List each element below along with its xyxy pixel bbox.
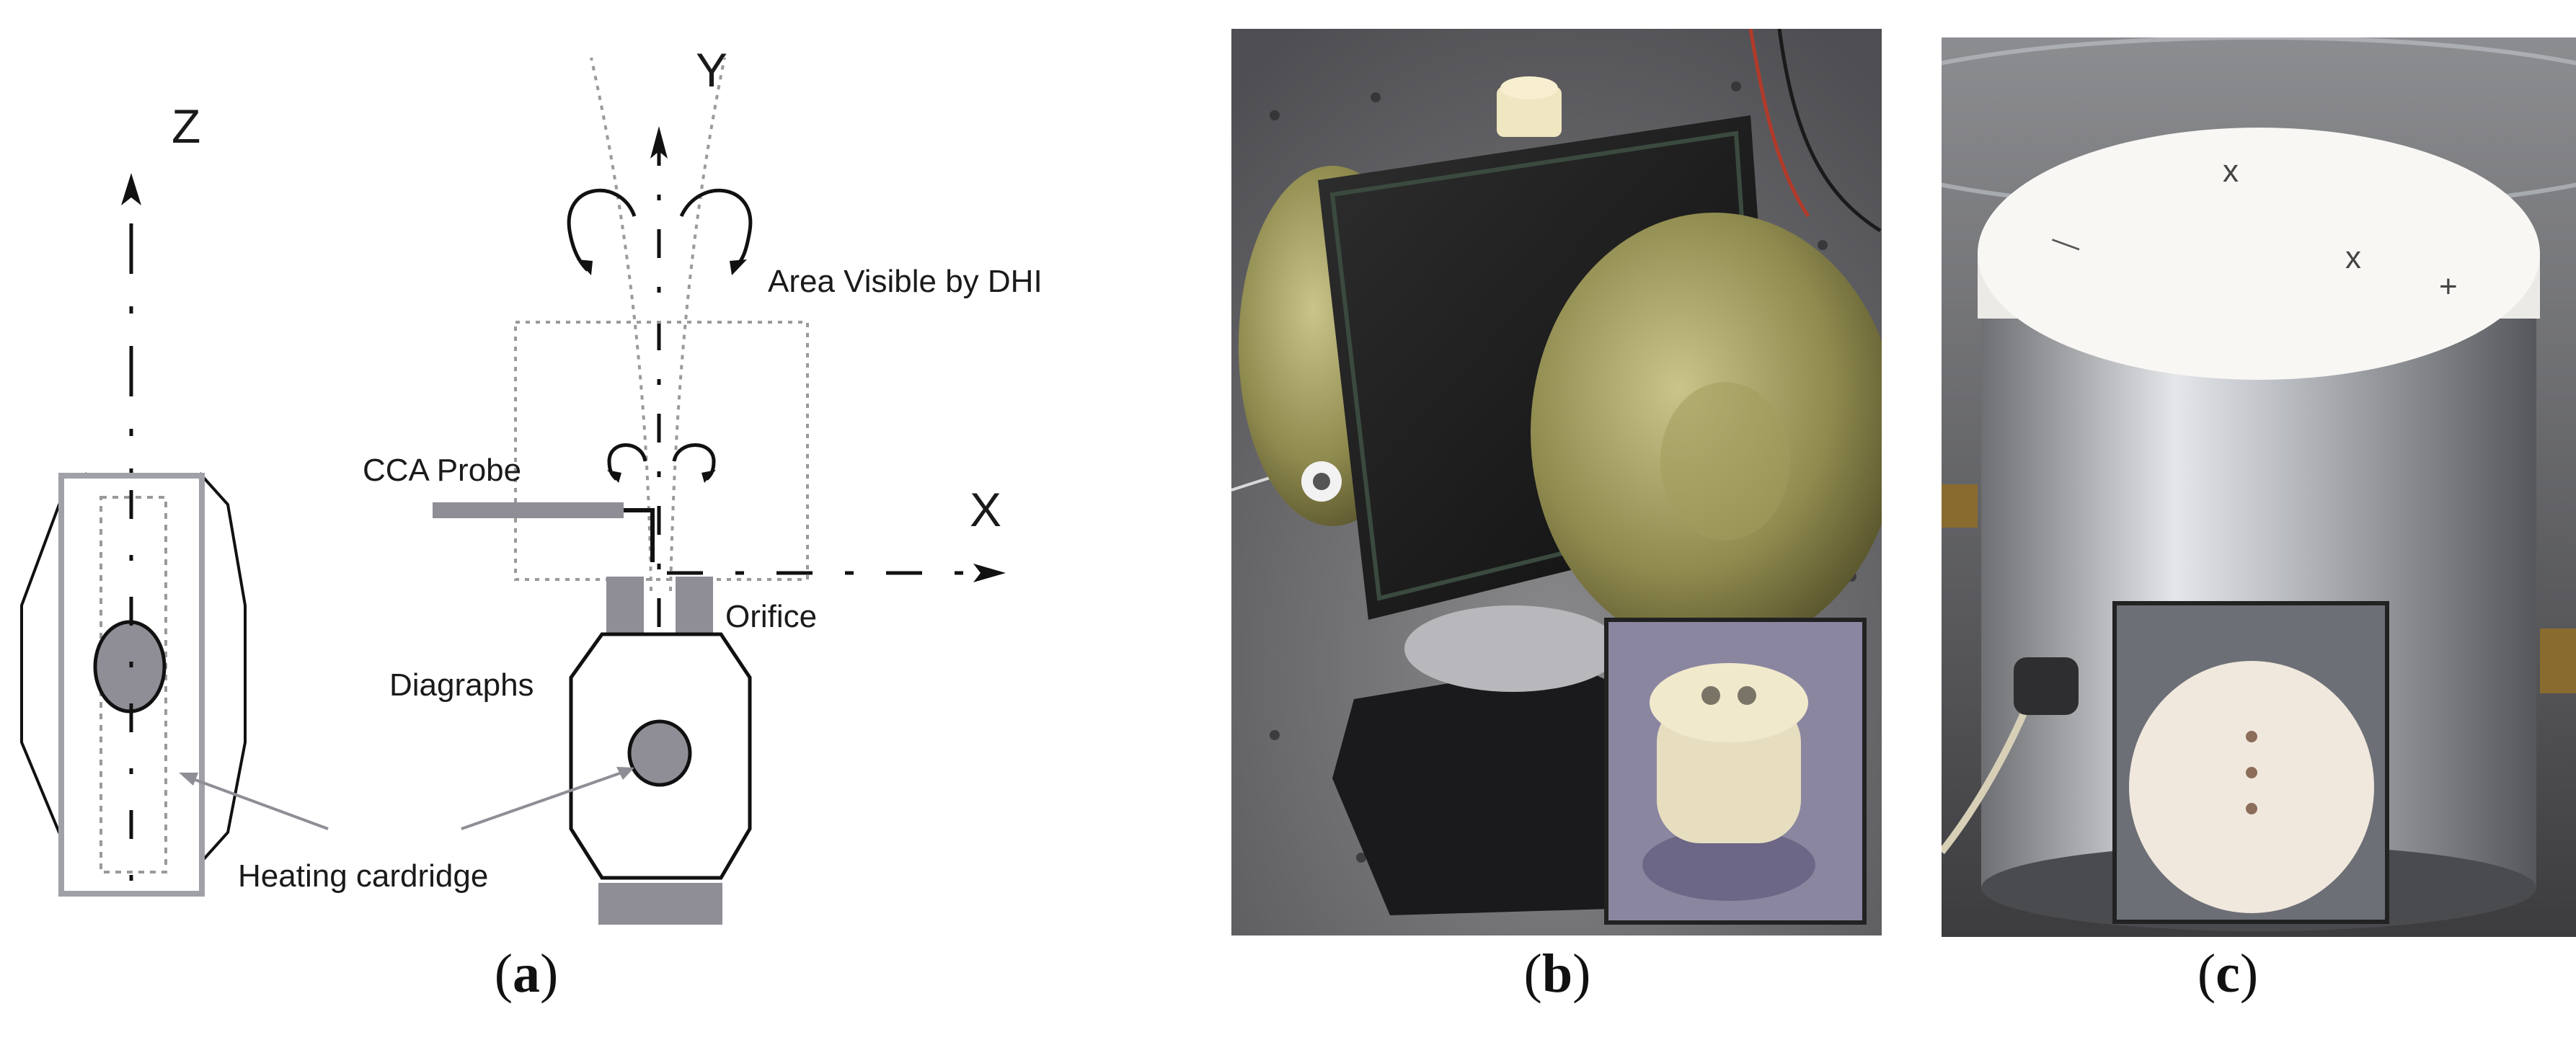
front-base-block [598,883,722,925]
heating-pointer-front-arrow-icon [616,767,634,780]
orifice-right-block [676,577,713,634]
photo-inset-nozzle [1604,618,1867,925]
x-arrowhead-icon [973,564,1006,582]
caption-c: (c) [2120,943,2336,1005]
svg-text:x: x [2345,240,2361,275]
front-view-actuator [569,632,752,925]
caption-a: (a) [418,943,634,1005]
heating-pointer-side-arrow-icon [179,773,198,786]
y-axis-label: Y [696,43,727,97]
front-orifice-disk [627,719,692,787]
area-visible-label: Area Visible by DHI [768,264,1043,299]
x-axis-label: X [970,483,1001,536]
svg-text:+: + [2439,269,2458,304]
heating-pointer-side [187,775,329,830]
photo-inset-disk [2112,601,2389,924]
orifice-left-block [606,577,644,634]
caption-a-letter: a [513,943,540,1004]
orifice-label: Orifice [725,599,817,634]
cca-probe-wire [624,508,655,562]
side-view-actuator [20,471,247,897]
caption-b: (b) [1449,943,1665,1005]
caption-a-open: ( [494,943,513,1004]
caption-b-letter: b [1541,943,1573,1004]
photo-actuator [1231,29,1882,935]
jet-plume [590,57,726,592]
z-axis-label: Z [172,99,200,153]
diagraphs-label: Diagraphs [389,667,534,703]
svg-text:x: x [2223,154,2239,189]
jet-actuator-schematic: Z Y Area Visible by DHI CCA Prob [20,43,1043,925]
caption-a-close: ) [540,943,559,1004]
caption-b-open: ( [1523,943,1542,1004]
z-axis: Z [121,99,200,886]
vortex-arrows-lower [607,443,716,483]
photo-heated-cylinder: — x x + [1942,37,2576,937]
heating-pointer-front [461,770,627,830]
cca-probe-body [433,502,624,518]
caption-c-letter: c [2216,943,2240,1004]
caption-b-close: ) [1572,943,1591,1004]
y-arrowhead-icon [650,126,668,159]
caption-c-close: ) [2239,943,2259,1004]
y-axis: Y [650,43,727,627]
vortex-arrows-upper [567,188,753,275]
dhi-visible-area [514,321,809,581]
caption-c-open: ( [2197,943,2216,1004]
x-axis: X [667,483,1006,582]
heating-cardridge-label: Heating cardridge [238,858,488,894]
cca-probe-label: CCA Probe [363,453,521,488]
z-arrowhead-icon [121,173,141,205]
